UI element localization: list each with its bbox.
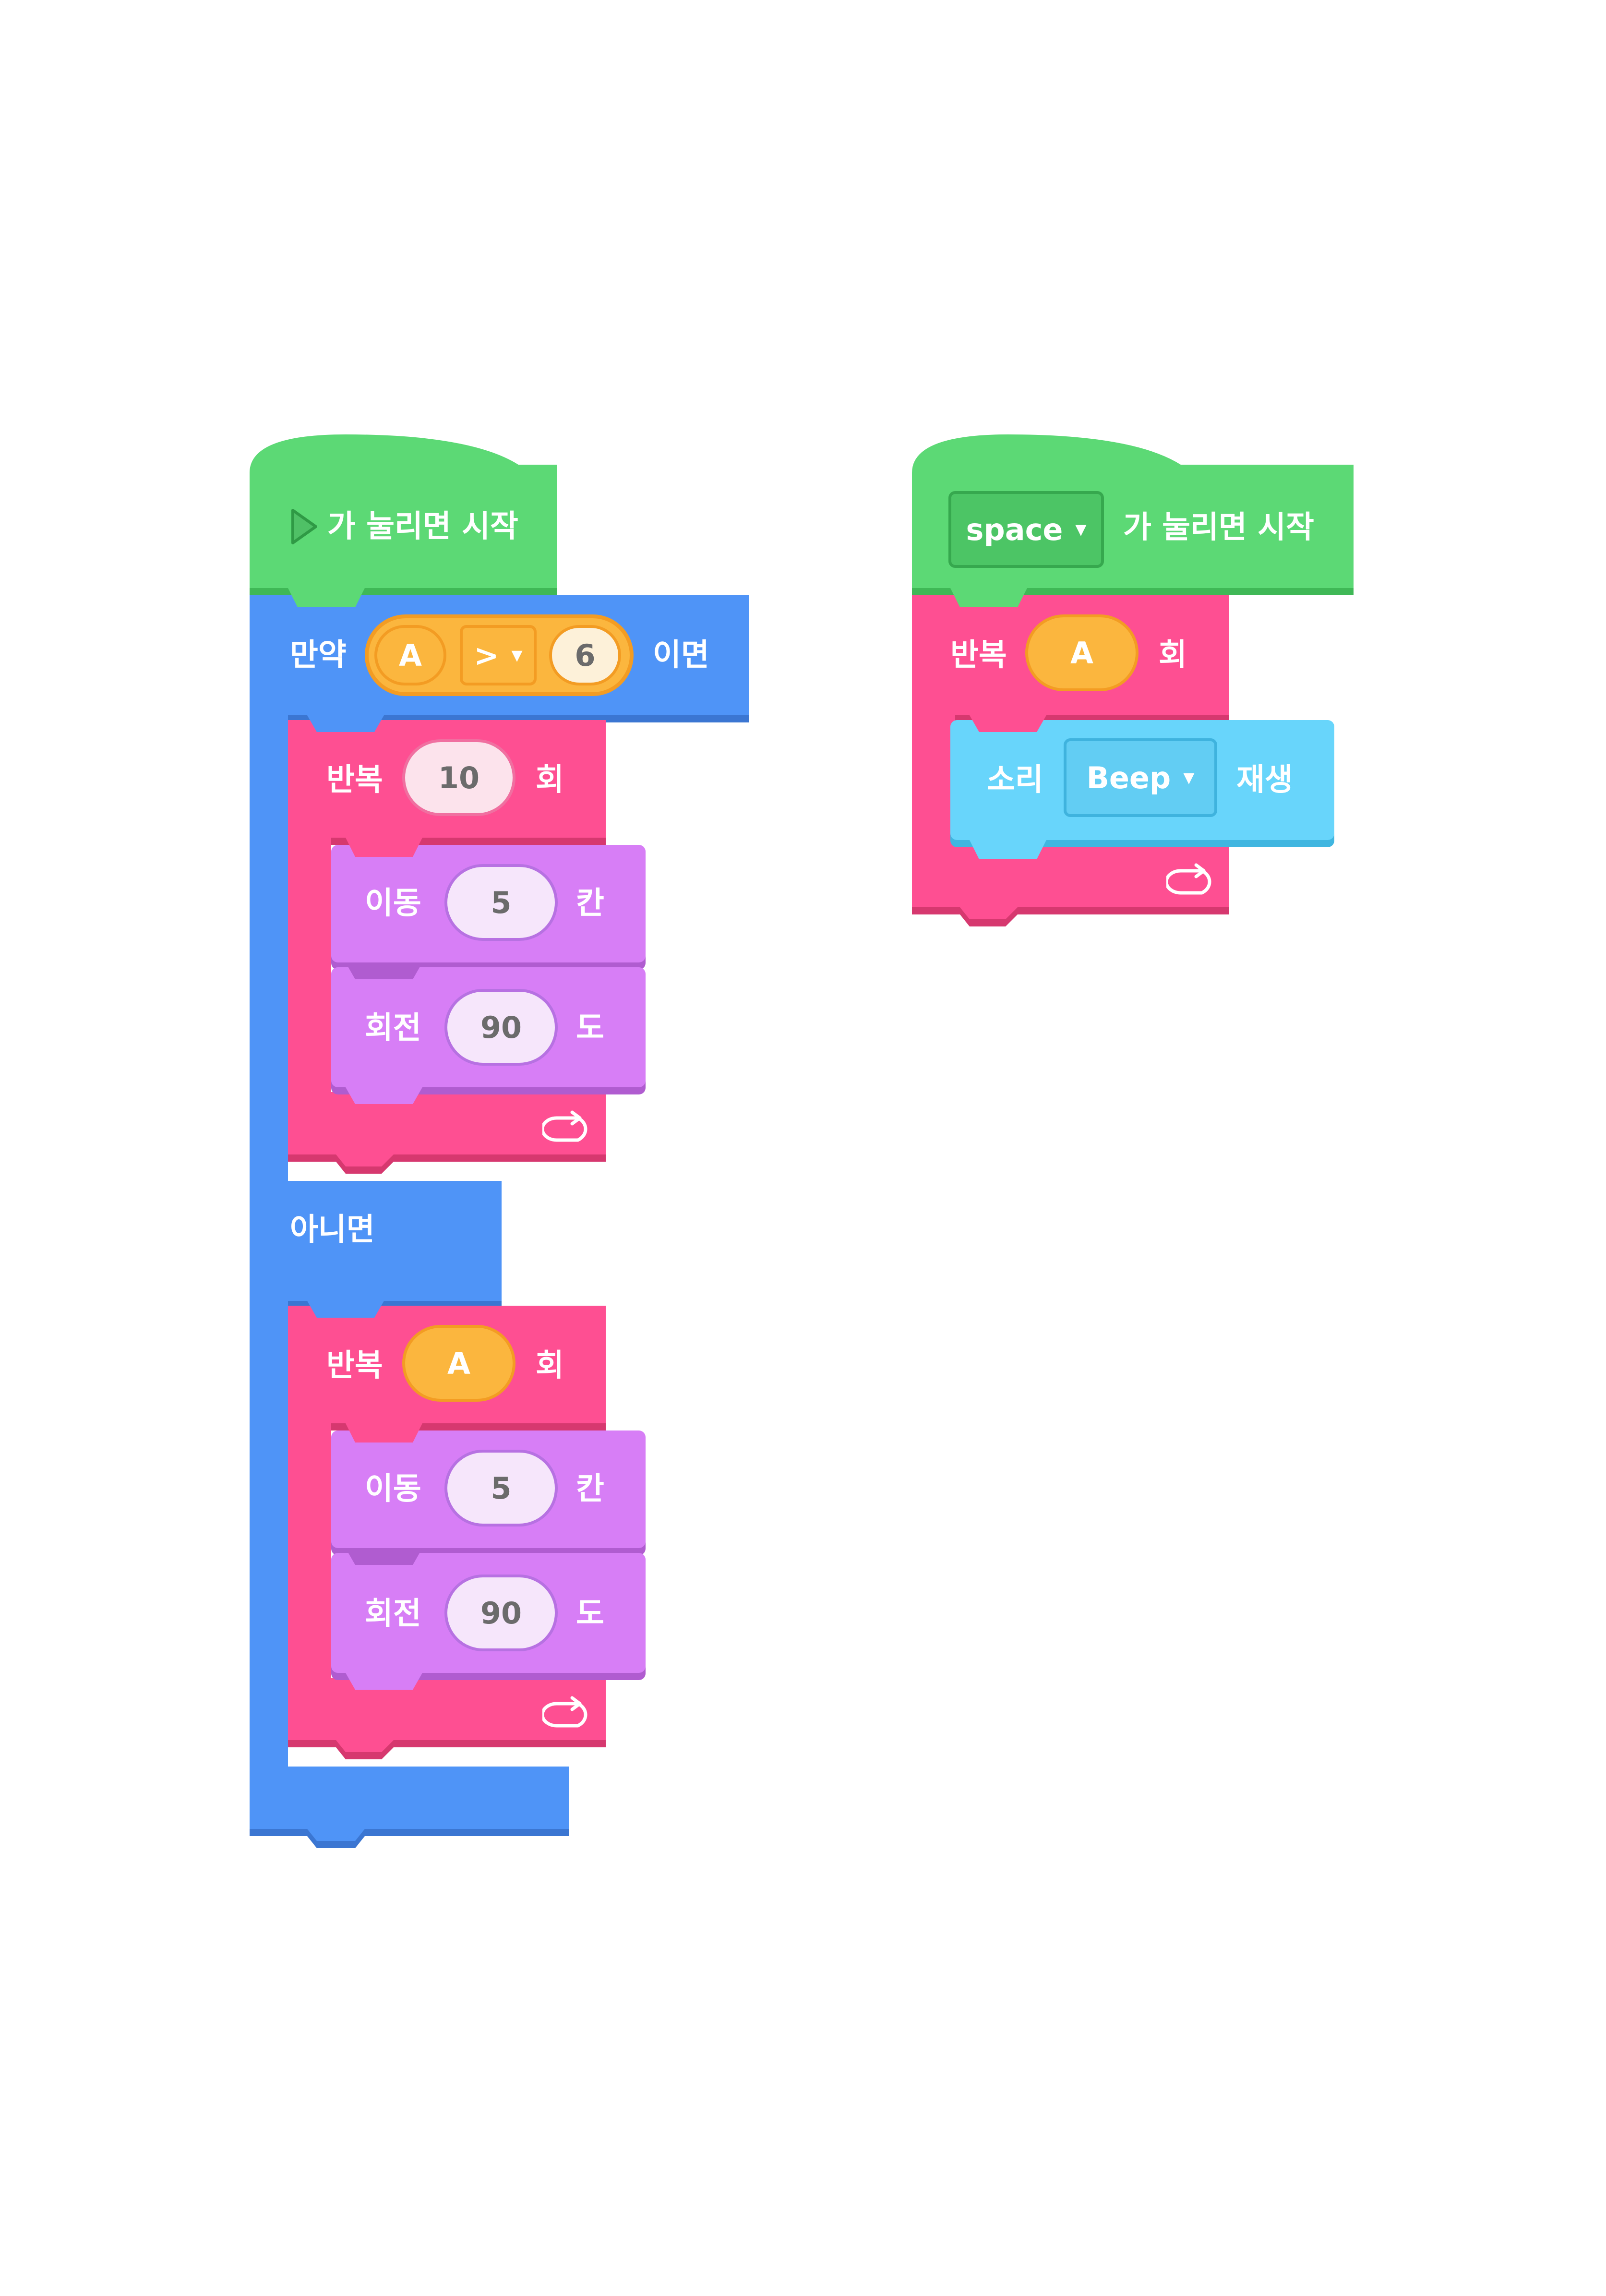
repeat-block-1[interactable]: 반복 10 회 [288,720,606,838]
condition-left-variable[interactable]: A [374,625,446,685]
move-unit-label: 칸 [576,886,604,921]
operator-dropdown[interactable]: > ▼ [460,625,537,685]
turn-unit-label: 도 [576,1010,604,1046]
turn-label: 회전 [365,1596,421,1632]
then-label: 이면 [653,637,709,673]
start-label: 가 눌리면 시작 [1123,510,1314,545]
move-label: 이동 [365,1471,421,1507]
play-sound-block[interactable]: 소리 Beep ▼ 재생 [950,720,1334,840]
start-label: 가 눌리면 시작 [327,509,518,544]
repeat-label: 반복 [326,762,383,798]
repeat-label: 반복 [950,637,1007,673]
repeat-count-variable[interactable]: A [402,1325,515,1402]
turn-degrees-input[interactable]: 90 [444,1575,558,1651]
chevron-down-icon: ▼ [1075,521,1087,538]
chevron-down-icon: ▼ [1183,769,1195,786]
repeat-unit-label: 회 [536,1348,564,1383]
repeat-a-2-block-shape [912,588,1229,926]
move-steps-input[interactable]: 5 [444,1450,558,1527]
start-on-click-block[interactable]: 가 눌리면 시작 [250,434,557,588]
move-unit-label: 칸 [576,1471,604,1507]
turn-degrees-input[interactable]: 90 [444,989,558,1066]
repeat-arrow-icon [542,1110,587,1142]
repeat-count-input[interactable]: 10 [402,739,515,816]
sound-value: Beep [1086,760,1171,795]
repeat-label: 반복 [326,1348,383,1383]
repeat-unit-label: 회 [536,762,564,798]
repeat-arrow-icon [1166,863,1211,895]
start-hat-block-shape [250,434,557,595]
condition-slot[interactable]: A > ▼ 6 [365,614,634,696]
turn-label: 회전 [365,1010,421,1046]
operator-value: > [474,637,499,673]
chevron-down-icon: ▼ [511,647,523,664]
sound-action-label: 재생 [1236,762,1293,798]
move-block-1[interactable]: 이동 5 칸 [331,845,646,962]
if-else-block[interactable]: 만약 A > ▼ 6 이면 [250,595,749,715]
repeat-arrow-icon [542,1696,587,1728]
else-label: 아니면 [290,1212,375,1248]
sound-label: 소리 [987,762,1043,798]
if-label: 만약 [290,637,347,673]
condition-right-value[interactable]: 6 [549,625,621,685]
start-on-key-block[interactable]: space ▼ 가 눌리면 시작 [912,434,1354,588]
repeat-count-variable[interactable]: A [1025,614,1139,691]
repeat-unit-label: 회 [1159,637,1187,673]
sound-dropdown[interactable]: Beep ▼ [1064,738,1217,817]
repeat-block-2[interactable]: 반복 A 회 [288,1306,606,1423]
move-label: 이동 [365,886,421,921]
turn-unit-label: 도 [576,1596,604,1632]
move-block-2[interactable]: 이동 5 칸 [331,1430,646,1548]
key-value: space [966,512,1063,547]
turn-block-1[interactable]: 회전 90 도 [331,967,646,1087]
key-dropdown[interactable]: space ▼ [948,491,1104,568]
play-triangle-icon [291,509,317,544]
repeat-block-3[interactable]: 반복 A 회 [912,595,1229,715]
move-steps-input[interactable]: 5 [444,864,558,941]
turn-block-2[interactable]: 회전 90 도 [331,1553,646,1673]
